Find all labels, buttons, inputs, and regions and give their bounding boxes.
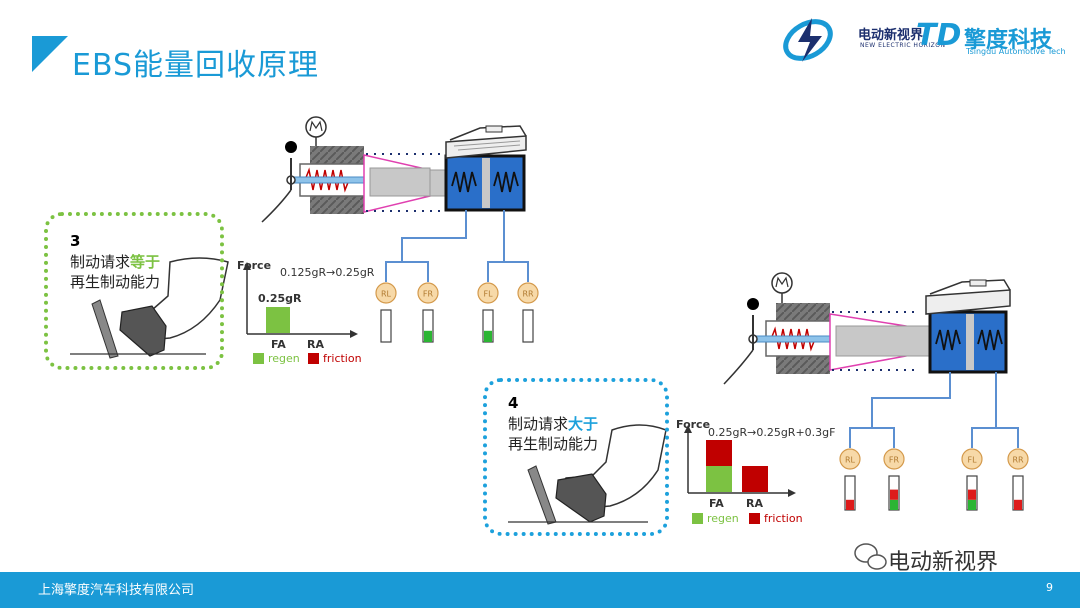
- chart2-legend-friction: friction: [764, 512, 803, 525]
- chart1-annotation: 0.125gR→0.25gR: [280, 266, 375, 279]
- wheel-rr-icon: [1007, 448, 1029, 470]
- logo2-chinese-name: 擎度科技: [964, 28, 1053, 53]
- wheel-rl-pressure-gauge: [380, 309, 392, 343]
- wheels-upper: RL FR FL RR: [375, 282, 539, 343]
- wheel-rl-pressure-fill: [846, 499, 854, 510]
- chart1-category-fa: FA: [271, 338, 286, 351]
- chart2-bar-fa-regen: [706, 466, 732, 492]
- footer-company: 上海擎度汽车科技有限公司: [38, 583, 195, 598]
- title-accent-triangle: [32, 36, 68, 72]
- page-number: 9: [1046, 581, 1053, 594]
- chart1-legend-regen-swatch: [253, 353, 264, 364]
- chart1-category-ra: RA: [307, 338, 324, 351]
- chart2-axes: [684, 425, 796, 497]
- upper-brake-booster: [261, 116, 529, 282]
- step4-line1-highlight: 大于: [568, 415, 599, 433]
- chart1-ylabel: Force: [237, 259, 272, 272]
- lightning-logo-icon: [783, 18, 833, 62]
- chart2-ylabel: Force: [676, 418, 711, 431]
- step4-line1-prefix: 制动请求: [508, 415, 569, 433]
- wheel-fl-label: FL: [483, 290, 493, 299]
- wheel-fl-pressure-fill: [968, 499, 976, 510]
- wheel-fl-label: FL: [967, 456, 977, 465]
- wheel-fr-pressure-fill: [890, 499, 898, 510]
- chart1-bars: [266, 307, 290, 333]
- step3-line2: 再生制动能力: [70, 273, 161, 291]
- chart1-legend-regen: regen: [268, 352, 300, 365]
- wheel-fl-icon: [477, 282, 499, 304]
- chart1-legend-friction: friction: [323, 352, 362, 365]
- wheel-rr-pressure-gauge: [522, 309, 534, 343]
- logo2-english-name: Tsingdu Automotive Tech: [966, 47, 1066, 56]
- chart2-bar-fa-friction: [706, 440, 732, 466]
- wheel-rl-icon: [839, 448, 861, 470]
- chart1-axes: [243, 262, 358, 338]
- page-title: EBS能量回收原理: [72, 48, 320, 83]
- wheel-fr-pressure-fill: [424, 330, 432, 342]
- wheel-fl-icon: [961, 448, 983, 470]
- wheel-rl-label: RL: [381, 290, 392, 299]
- upper-reservoir: [445, 135, 527, 159]
- wheel-rl-label: RL: [845, 456, 856, 465]
- lower-brake-booster: [723, 272, 1019, 448]
- step3-line1-prefix: 制动请求: [70, 253, 131, 271]
- wheel-fr-label: FR: [423, 290, 434, 299]
- wheel-fr-pressure-fill: [890, 489, 898, 500]
- logo2-mark: TD: [916, 18, 962, 53]
- wheel-fl-pressure-fill: [968, 489, 976, 500]
- chart2-legend-friction-swatch: [749, 513, 760, 524]
- wheel-rr-label: RR: [522, 290, 534, 299]
- step3-line1: 制动请求等于: [70, 252, 160, 272]
- logo1-english-name: NEW ELECTRIC HORIZON: [860, 42, 946, 49]
- wheel-rl-icon: [375, 282, 397, 304]
- chart2-legend-regen-swatch: [692, 513, 703, 524]
- logo1-chinese-name: 电动新视界: [858, 28, 924, 43]
- step4-pedal-illustration: [508, 424, 667, 525]
- wheel-rr-icon: [517, 282, 539, 304]
- wheel-fr-icon: [883, 448, 905, 470]
- wheels-lower: RL FR FL RR: [839, 448, 1029, 511]
- upper-motor-housing-top: [310, 146, 364, 164]
- step4-number: 4: [508, 394, 519, 412]
- chart2-category-fa: FA: [709, 497, 724, 510]
- wheel-fr-icon: [417, 282, 439, 304]
- footer-bar: [0, 572, 1080, 608]
- step3-number: 3: [70, 232, 81, 250]
- step4-callout: [483, 378, 669, 536]
- chart2-bar-ra-friction: [742, 466, 768, 492]
- wheel-rr-label: RR: [1012, 456, 1024, 465]
- step3-pedal-illustration: [70, 257, 229, 359]
- watermark-text: 电动新视界: [888, 550, 999, 575]
- chart2-legend-regen: regen: [707, 512, 739, 525]
- wheel-fl-pressure-fill: [484, 330, 492, 342]
- chart2-category-ra: RA: [746, 497, 763, 510]
- step4-line2: 再生制动能力: [508, 435, 599, 453]
- step3-line1-highlight: 等于: [130, 253, 161, 271]
- chart2-bars: [706, 440, 768, 492]
- wheel-rr-pressure-fill: [1014, 499, 1022, 510]
- upper-motor-housing-bottom: [310, 196, 364, 214]
- chart2-annotation: 0.25gR→0.25gR+0.3gF: [708, 426, 836, 439]
- chart1-bar-fa-regen: [266, 307, 290, 333]
- chart1-legend-friction-swatch: [308, 353, 319, 364]
- step3-callout: [44, 212, 224, 370]
- wheel-fr-label: FR: [889, 456, 900, 465]
- chart1-data-label: 0.25gR: [258, 292, 302, 305]
- step4-line1: 制动请求大于: [508, 414, 598, 434]
